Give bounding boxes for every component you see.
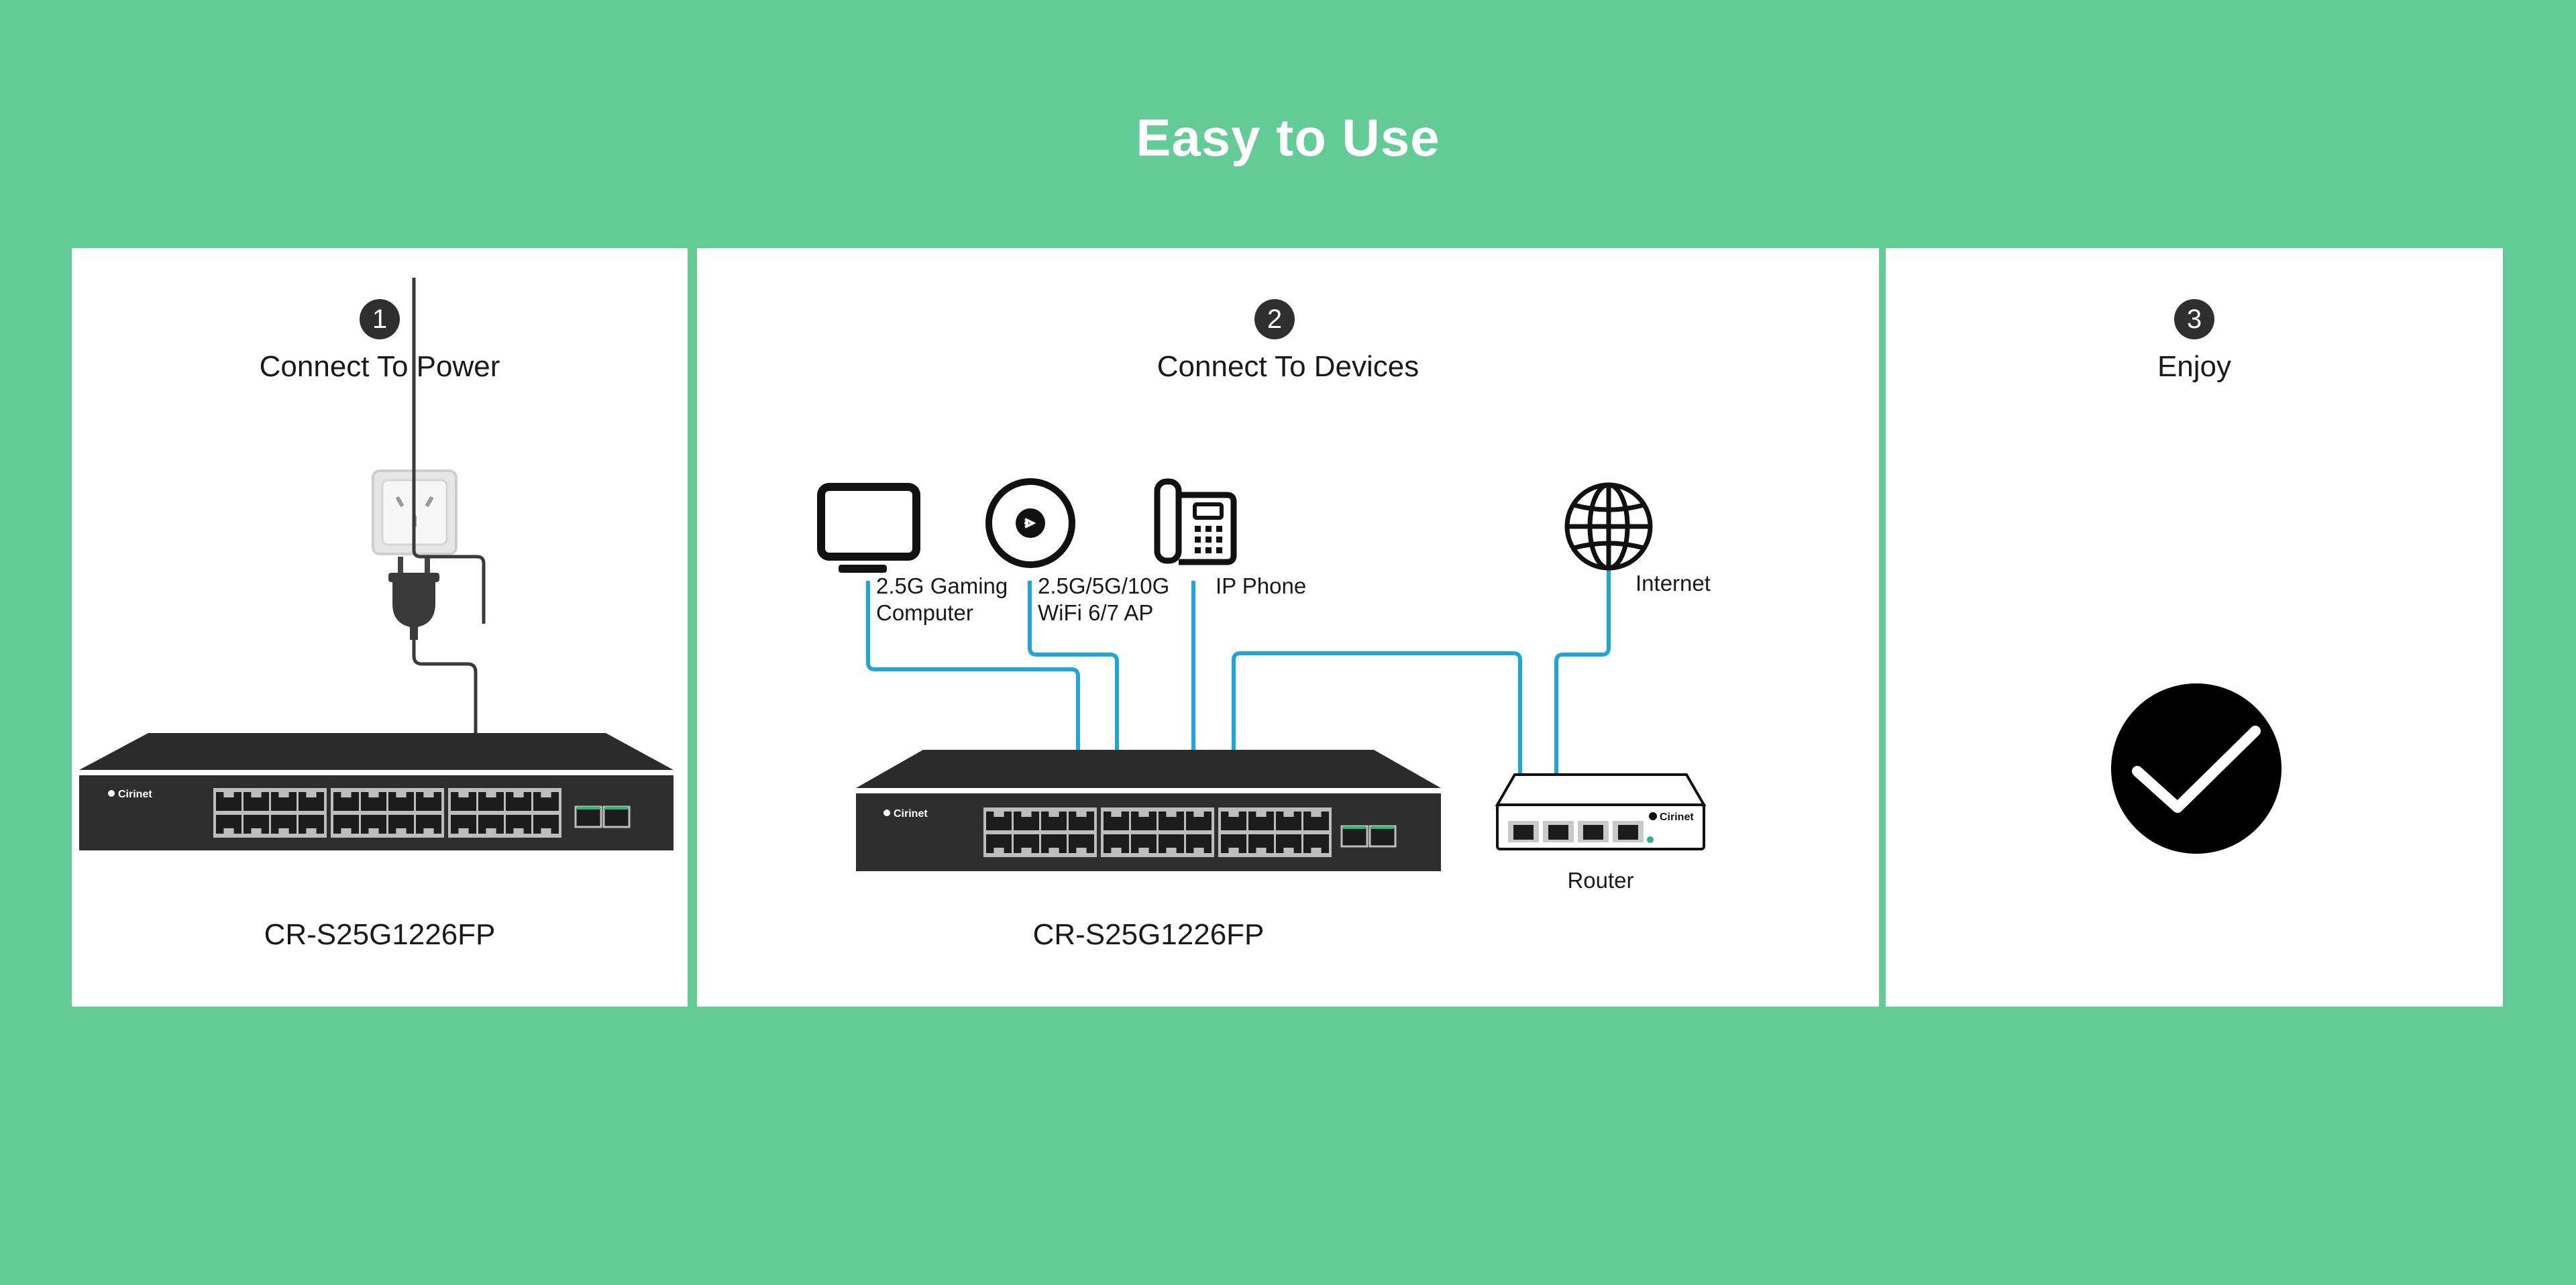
brand-label: Cirinet (894, 808, 928, 820)
port-notch (368, 828, 379, 834)
router-port (1513, 825, 1534, 840)
port-notch (1076, 848, 1087, 853)
port-notch (1228, 812, 1239, 817)
port-notch (1166, 812, 1177, 817)
computer-label-line2: Computer (876, 600, 973, 625)
port-notch (1193, 812, 1204, 817)
power-cable (412, 640, 478, 738)
network-switch: Cirinet (856, 750, 1441, 871)
sfp-led (1343, 826, 1366, 829)
port-notch (1283, 812, 1294, 817)
port-notch (423, 828, 434, 834)
router-port (1548, 825, 1568, 840)
sfp-port (602, 805, 631, 828)
router-label: Router (1567, 868, 1634, 893)
network-switch: Cirinet (79, 733, 674, 850)
port-notch (423, 792, 434, 797)
port-notch (1021, 812, 1032, 817)
step-2-number: 2 (1254, 299, 1295, 339)
ap-label-line1: 2.5G/5G/10G (1038, 573, 1170, 598)
port-notch (1111, 848, 1122, 853)
port-notch (306, 828, 317, 834)
router-brand-label: Cirinet (1660, 812, 1694, 823)
port-notch (1256, 848, 1267, 853)
port-notch (368, 792, 379, 797)
port-notch (458, 792, 469, 797)
port-notch (541, 828, 551, 834)
port-notch (458, 828, 469, 834)
port-notch (1311, 848, 1322, 853)
port-notch (1049, 848, 1059, 853)
globe-icon (1564, 482, 1653, 571)
page-title: Easy to Use (1136, 108, 1440, 167)
router: Cirinet (1495, 773, 1707, 850)
port-notch (486, 828, 496, 834)
checkmark-icon (2111, 683, 2282, 854)
step-1-model: CR-S25G1226FP (264, 918, 496, 951)
step-2-panel: 2 Connect To Devices 2.5G Gaming Compute… (697, 248, 1879, 1007)
port-notch (251, 792, 262, 797)
port-notch (1138, 848, 1149, 853)
port-notch (223, 828, 234, 834)
monitor-icon (817, 483, 920, 573)
port-notch (486, 792, 496, 797)
router-port (1618, 825, 1638, 840)
brand-label: Cirinet (118, 789, 152, 800)
port-notch (994, 812, 1004, 817)
port-notch (541, 792, 551, 797)
ip-phone-icon (1154, 478, 1237, 565)
port-notch (341, 792, 352, 797)
port-notch (223, 792, 234, 797)
step-2-model: CR-S25G1226FP (1032, 918, 1265, 951)
sfp-port (574, 805, 602, 828)
port-notch (1021, 848, 1032, 853)
port-notch (396, 828, 407, 834)
port-notch (513, 828, 524, 834)
port-notch (1228, 848, 1239, 853)
phone-label: IP Phone (1216, 573, 1307, 598)
step-1-number: 1 (360, 299, 400, 339)
ap-label-line2: WiFi 6/7 AP (1038, 600, 1154, 625)
step-2-label: Connect To Devices (1157, 350, 1419, 383)
sfp-led (577, 807, 600, 809)
step-3-label: Enjoy (2157, 350, 2232, 383)
sfp-led (605, 807, 628, 809)
step-1-label: Connect To Power (259, 350, 500, 383)
port-notch (1076, 812, 1087, 817)
internet-label: Internet (1635, 571, 1711, 596)
computer-label-line1: 2.5G Gaming (876, 573, 1008, 598)
port-notch (1193, 848, 1204, 853)
port-notch (1283, 848, 1294, 853)
sfp-port (1340, 825, 1368, 848)
port-notch (1111, 812, 1122, 817)
port-notch (278, 828, 289, 834)
step-3-panel: 3 Enjoy (1886, 248, 2503, 1007)
port-notch (251, 828, 262, 834)
port-notch (1311, 812, 1322, 817)
port-notch (513, 792, 524, 797)
port-notch (1256, 812, 1267, 817)
port-notch (1138, 812, 1149, 817)
router-port (1583, 825, 1603, 840)
sfp-port (1368, 825, 1397, 848)
port-notch (1166, 848, 1177, 853)
plug-icon (388, 278, 486, 640)
port-notch (1049, 812, 1059, 817)
port-notch (306, 792, 317, 797)
step-1-panel: 1 Connect To Power Cirinet CR-S25G1226FP (72, 248, 688, 1007)
sfp-led (1371, 826, 1394, 829)
port-notch (994, 848, 1004, 853)
port-notch (341, 828, 352, 834)
wifi-ap-icon (985, 478, 1075, 568)
port-notch (396, 792, 407, 797)
step-3-number: 3 (2174, 299, 2214, 339)
port-notch (278, 792, 289, 797)
